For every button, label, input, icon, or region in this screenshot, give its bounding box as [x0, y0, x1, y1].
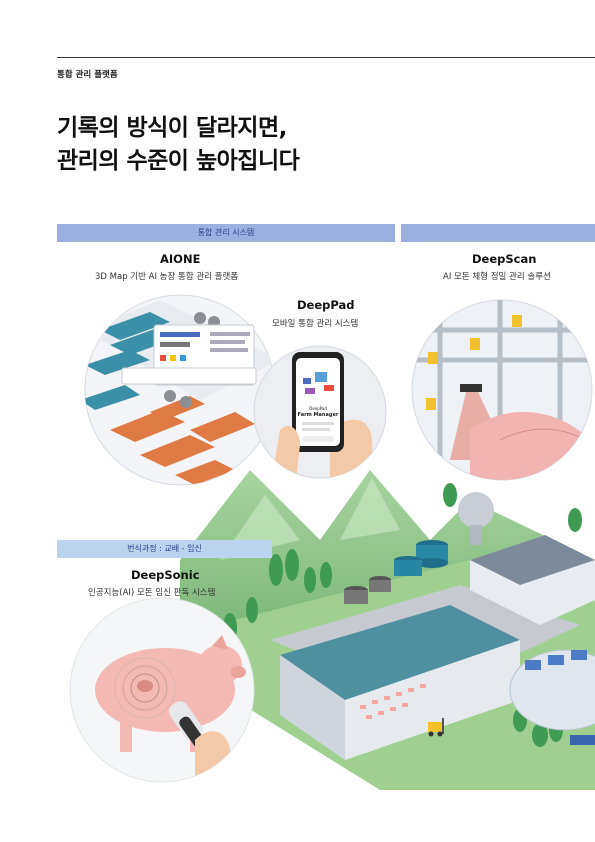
band-breeding-process: 번식과정 : 교배 - 임신 [57, 540, 272, 558]
section-label: 통합 관리 플랫폼 [57, 70, 118, 80]
aione-name: AIONE [160, 252, 201, 266]
deepsonic-desc: 인공지능(AI) 모돈 임신 판독 시스템 [88, 588, 216, 598]
deepscan-name: DeepScan [472, 252, 537, 266]
deeppad-desc: 모바일 통합 관리 시스템 [272, 319, 359, 329]
forklift [428, 718, 444, 737]
deeppad-circle: DeepPad Farm Manager [253, 345, 387, 479]
control-room [509, 649, 595, 745]
phone-title-small: DeepPad [309, 406, 327, 411]
headline-line-1: 기록의 방식이 달라지면, [57, 115, 287, 141]
phone-title-big: Farm Manager [298, 412, 339, 418]
office-building [470, 535, 595, 625]
main-barn [280, 605, 520, 760]
aione-circle [84, 294, 276, 486]
page-headline: 기록의 방식이 달라지면, 관리의 수준이 높아집니다 [57, 112, 300, 178]
water-tanks [344, 492, 494, 604]
headline-line-2: 관리의 수준이 높아집니다 [57, 148, 300, 174]
band-right-continued [401, 224, 595, 242]
deepsonic-name: DeepSonic [131, 568, 200, 582]
deepscan-desc: AI 모돈 체형 정밀 관리 솔루션 [443, 272, 551, 282]
deepscan-circle [411, 299, 593, 481]
band-integrated-system: 통합 관리 시스템 [57, 224, 395, 242]
aione-desc: 3D Map 기반 AI 농장 통합 관리 플랫폼 [95, 272, 239, 282]
top-rule [57, 57, 595, 58]
deepsonic-circle [69, 597, 255, 783]
deeppad-name: DeepPad [297, 298, 355, 312]
